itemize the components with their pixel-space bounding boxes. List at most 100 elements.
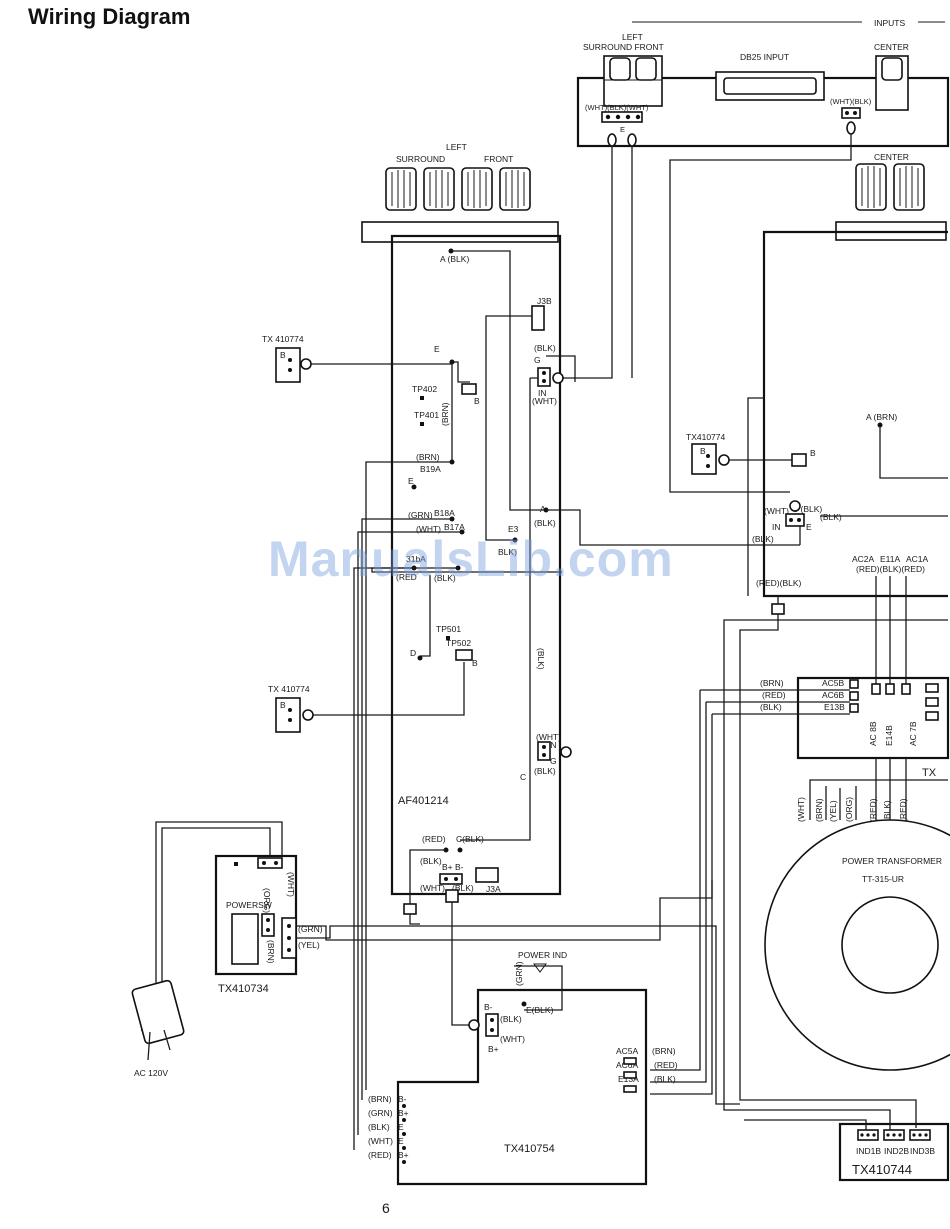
left-input-connector — [601, 111, 643, 123]
ac8b-label: AC 8B — [868, 721, 878, 746]
inputs-header: INPUTS — [874, 18, 906, 28]
tx2-b: B — [280, 700, 286, 710]
b18a-label: B18A — [434, 508, 455, 518]
center-board-label: CENTER — [874, 152, 909, 162]
ac1a-label: AC1A — [906, 554, 929, 564]
page-title: Wiring Diagram — [28, 4, 191, 29]
left-board-part: AF401214 — [398, 795, 449, 807]
pt-wire-red-1: (RED) — [868, 798, 878, 822]
ac2a-label: AC2A — [852, 554, 875, 564]
left-board-surround-label: SURROUND — [396, 154, 445, 164]
tx3-b2: B — [810, 448, 816, 458]
lb-red-c: (RED) — [422, 834, 446, 844]
b19a-brn: (BRN) — [416, 452, 440, 462]
st-b-plus: B+ — [398, 1108, 409, 1118]
lb-b-2: B — [472, 658, 478, 668]
ac-blk: (BLK) — [760, 702, 782, 712]
power-switch-board: (WHT) (ORG) POWERSW (BRN) (GRN) (YEL) TX… — [155, 821, 740, 1105]
st-brn: (BRN) — [368, 1094, 392, 1104]
lb-blk-1: (BLK) — [534, 343, 556, 353]
left-board: LEFT SURROUND FRONT A (BLK) J3B (BLK) G … — [353, 142, 800, 1150]
tx410754-label: TX410754 — [504, 1143, 555, 1155]
power-ind-b-minus: B- — [484, 1002, 493, 1012]
lb-wht-1: (WHT) — [532, 396, 557, 406]
ind-board: IND1B IND2B IND3B TX410744 — [723, 619, 950, 1182]
tx410774-lower: TX 410774 B — [268, 662, 465, 733]
lb-g-2: G — [550, 756, 557, 766]
ac5b-label: AC5B — [822, 678, 845, 688]
tp501-label: TP501 — [436, 624, 461, 634]
power-ind-blk: (BLK) — [500, 1014, 522, 1024]
ac-colors: (RED)(BLK)(RED) — [856, 564, 925, 574]
st-e-1: E — [398, 1122, 404, 1132]
ac6b-label: AC6B — [822, 690, 845, 700]
center-e: E — [806, 522, 812, 532]
ps-org: (ORG) — [262, 888, 272, 913]
pt-wire-red-2: (RED) — [898, 798, 908, 822]
inputs-pin-e: E — [620, 125, 625, 134]
lb-grn: (GRN) — [408, 510, 433, 520]
e13b-label: E13B — [824, 702, 845, 712]
lb-red: (RED — [396, 572, 417, 582]
lb-wht-bottom: (WHT) — [420, 883, 445, 893]
ps-wht: (WHT) — [286, 872, 296, 897]
ps-name: POWERSW — [226, 900, 272, 910]
tx2-label: TX 410774 — [268, 684, 310, 694]
power-ind-grn: (GRN) — [514, 961, 524, 986]
pt-name: POWER TRANSFORMER — [842, 856, 942, 866]
inputs-center-label: CENTER — [874, 42, 909, 52]
lb-wht-2: (WHT) — [416, 524, 441, 534]
inputs-center-wire-colors: (WHT)(BLK) — [830, 97, 872, 106]
ac-board-tx: TX — [922, 767, 937, 779]
left-board-left-label: LEFT — [446, 142, 467, 152]
inputs-panel: INPUTS LEFT SURROUND FRONT (WHT)(BLK)(WH… — [576, 18, 950, 148]
j3b-label: J3B — [537, 296, 552, 306]
tp401-label: TP401 — [414, 410, 439, 420]
tp502-label: TP502 — [446, 638, 471, 648]
tx3-b: B — [700, 446, 706, 456]
center-wht: (WHT) — [764, 506, 789, 516]
ac6a-label: AC6A — [616, 1060, 639, 1070]
pi-brn: (BRN) — [652, 1046, 676, 1056]
st-red: (RED) — [368, 1150, 392, 1160]
st-wht: (WHT) — [368, 1136, 393, 1146]
center-c-blk: C (BLK) — [792, 504, 822, 514]
lb-d: D — [410, 648, 416, 658]
tp402-label: TP402 — [412, 384, 437, 394]
ac-board: (BRN) AC5B (RED) AC6B (BLK) E13B AC 8B E… — [650, 676, 950, 1095]
lb-c-blk: C(BLK) — [456, 834, 484, 844]
lb-g-1: G — [534, 355, 541, 365]
st-b-minus: B- — [398, 1094, 407, 1104]
inputs-surround-front-label: SURROUND FRONT — [583, 42, 664, 52]
left-board-outline — [390, 234, 562, 896]
tx410744-label: TX410744 — [852, 1162, 912, 1177]
lb-in-1: IN — [538, 388, 547, 398]
pi-blk: (BLK) — [654, 1074, 676, 1084]
st-blk: (BLK) — [368, 1122, 390, 1132]
ac7b-label: AC 7B — [908, 721, 918, 746]
pt-wire-wht: (WHT) — [796, 797, 806, 822]
rca-jack-front — [635, 57, 657, 81]
lb-blk-d: (BLK) — [434, 573, 456, 583]
tx410774-upper: TX 410774 B — [262, 334, 452, 383]
lb-brn-vert: (BRN) — [440, 402, 450, 426]
tx3-label: TX410774 — [686, 432, 725, 442]
tx1-label: TX 410774 — [262, 334, 304, 344]
page-number: 6 — [382, 1200, 390, 1216]
lb-a-blk: (BLK) — [534, 518, 556, 528]
pt-wire-brn: (BRN) — [814, 798, 824, 822]
lb-blk-vert: (BLK) — [536, 648, 546, 670]
e11a-label: E11A — [880, 554, 900, 564]
e14b-label: E14B — [884, 725, 894, 746]
center-blk2: (BLK) — [752, 534, 774, 544]
pt-wire-blk: (BLK) — [882, 800, 892, 822]
pt-model: TT-315-UR — [862, 874, 904, 884]
pi-red: (RED) — [654, 1060, 678, 1070]
watermark: ManualsLib.com — [268, 531, 674, 587]
lb-blk-bottom: (BLK) — [452, 883, 474, 893]
ac-120v-label: AC 120V — [134, 1068, 168, 1078]
e13a-label: E13A — [618, 1074, 639, 1084]
pt-wire-yel: (YEL) — [828, 800, 838, 822]
ps-brn: (BRN) — [266, 940, 276, 964]
